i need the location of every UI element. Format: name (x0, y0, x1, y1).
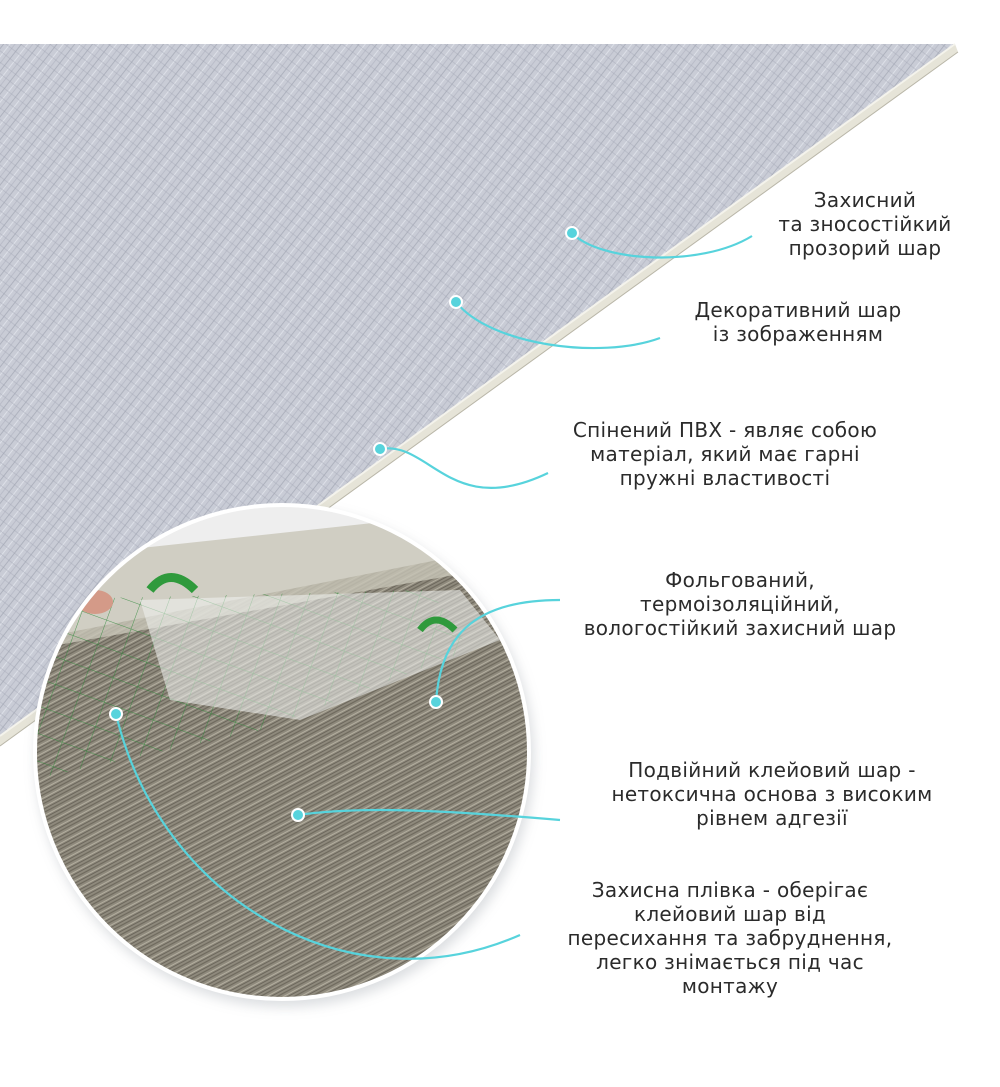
label-release-film: Захисна плівка - оберігає клейовий шар в… (530, 878, 930, 998)
label-line: Захисна плівка - оберігає (591, 878, 869, 902)
dot-decorative (449, 295, 463, 309)
connector-film (114, 713, 521, 960)
connector-decorative (455, 301, 661, 350)
magnified-detail (33, 503, 534, 1007)
label-line: нетоксична основа з високим (611, 782, 933, 806)
label-line: Спінений ПВХ - являє собою (572, 418, 878, 442)
label-line: та зносостійкий (778, 212, 952, 236)
dot-adhesive (291, 808, 305, 822)
label-line: прозорий шар (788, 236, 942, 260)
label-line: Захисний (813, 188, 917, 212)
label-line: із зображенням (712, 322, 884, 346)
label-line: термоізоляційний, (640, 592, 840, 616)
label-protective-layer: Захисний та зносостійкий прозорий шар (730, 188, 1000, 260)
dot-foamed (373, 442, 387, 456)
label-line: легко знімається під час (596, 950, 864, 974)
label-line: Подвійний клейовий шар - (628, 758, 916, 782)
label-line: Фольгований, (665, 568, 815, 592)
label-line: монтажу (681, 974, 779, 998)
label-line: вологостійкий захисний шар (583, 616, 897, 640)
connector-foil (434, 598, 561, 703)
label-decorative-layer: Декоративний шар із зображенням (648, 298, 948, 346)
label-foil-layer: Фольгований, термоізоляційний, вологості… (555, 568, 925, 640)
label-line: Декоративний шар (694, 298, 902, 322)
label-line: клейовий шар від (633, 902, 827, 926)
label-line: пружні властивості (619, 466, 831, 490)
dot-foil (429, 695, 443, 709)
label-line: пересихання та забруднення, (567, 926, 893, 950)
label-foamed-pvc: Спінений ПВХ - являє собою матеріал, яки… (540, 418, 910, 490)
label-line: рівнем адгезії (696, 806, 848, 830)
label-adhesive-layer: Подвійний клейовий шар - нетоксична осно… (572, 758, 972, 830)
dot-film (109, 707, 123, 721)
connector-protective (571, 232, 753, 259)
label-line: матеріал, який має гарні (590, 442, 860, 466)
connector-foamed (379, 447, 549, 489)
dot-protective (565, 226, 579, 240)
connector-adhesive (297, 808, 561, 822)
connector-lines (114, 232, 753, 960)
connector-dots (109, 226, 579, 822)
